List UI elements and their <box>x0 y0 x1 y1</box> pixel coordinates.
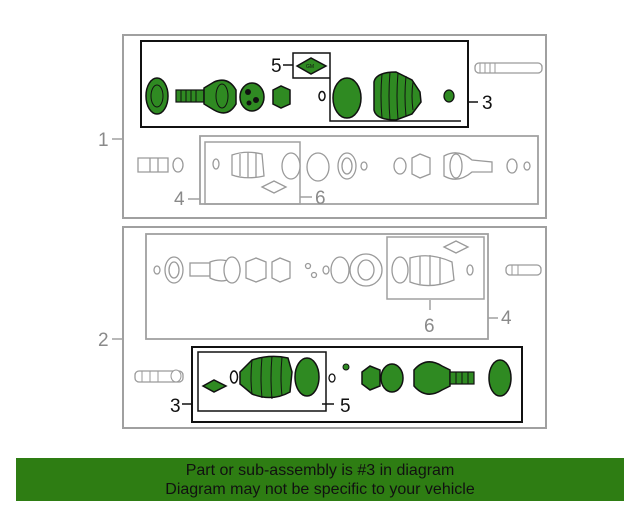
grease-pack-6-frame-lower <box>386 236 485 300</box>
outer-cv-housing-icon <box>203 79 237 114</box>
outer-cv-housing-lower-icon <box>413 361 451 395</box>
grease-5-frame-lower[interactable] <box>197 351 327 412</box>
callout-3-upper-label: 3 <box>482 93 493 114</box>
notice-line-2: Diagram may not be specific to your vehi… <box>165 480 475 498</box>
small-clamp-icon <box>318 90 326 102</box>
boot-kit-3-frame-upper[interactable] <box>140 40 469 128</box>
inner-race-icon <box>272 85 291 109</box>
grease-packet-icon[interactable] <box>295 57 328 75</box>
callout-1-label: 1 <box>98 130 109 151</box>
upper-inner-joint-parts <box>137 151 531 194</box>
grease-pack-6-frame-upper <box>204 141 301 205</box>
small-clamp-lower-icon <box>229 370 239 384</box>
callout-5-lower-label: 5 <box>340 396 351 417</box>
outer-seal-ring-lower-icon <box>488 359 512 397</box>
notice-line-1: Part or sub-assembly is #3 in diagram <box>185 461 455 479</box>
assembly-2-frame <box>122 226 547 429</box>
lower-inner-joint-parts <box>153 240 474 287</box>
boot-kit-3-frame-lower[interactable] <box>191 346 523 423</box>
boot-end-clamp-icon <box>443 89 455 103</box>
parts-diagram: 1 GM 5 3 4 6 <box>98 34 547 429</box>
svg-text:GM: GM <box>306 64 314 70</box>
callout-6-lower-label: 6 <box>424 316 435 337</box>
callout-3-lower-label: 3 <box>170 396 181 417</box>
grease-5-frame-upper[interactable] <box>292 52 461 122</box>
callout-4-upper-label: 4 <box>174 189 185 210</box>
joint-kit-4-frame-upper <box>199 135 539 205</box>
callout-2-label: 2 <box>98 330 109 351</box>
large-clamp-icon[interactable] <box>332 77 362 119</box>
large-clamp-lower-icon[interactable] <box>294 357 320 397</box>
outer-seal-ring-icon <box>145 77 169 115</box>
grease-packet-lower-icon[interactable] <box>201 379 228 393</box>
axle-shaft-lower-right-icon <box>505 264 542 276</box>
axle-shaft-lower-left-icon <box>134 369 184 383</box>
inner-race-lower-icon <box>361 365 381 391</box>
bearing-cage-lower-icon <box>380 363 404 393</box>
callout-5-upper-label: 5 <box>271 56 282 77</box>
callout-4-lower-label: 4 <box>501 308 512 329</box>
bearing-cage-icon <box>239 82 265 112</box>
cv-boot-lower-icon[interactable] <box>239 355 293 399</box>
stub-shaft-icon <box>175 89 205 103</box>
assembly-1-frame <box>122 34 547 219</box>
axle-shaft-upper-icon <box>474 62 543 74</box>
diagram-notice-banner: Part or sub-assembly is #3 in diagram Di… <box>16 458 624 501</box>
callout-6-upper-label: 6 <box>315 188 326 209</box>
joint-kit-4-frame-lower <box>145 233 489 340</box>
